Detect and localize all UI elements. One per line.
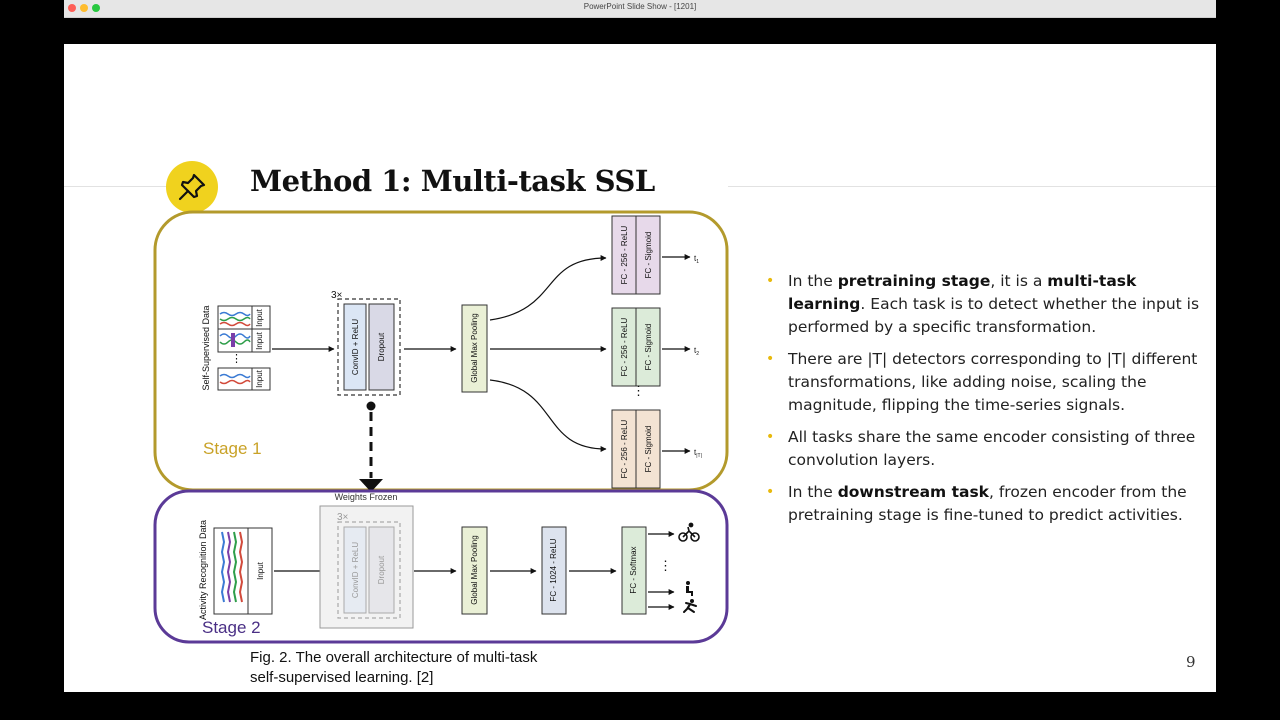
page-number: 9 xyxy=(1186,653,1196,671)
svg-text:⋮: ⋮ xyxy=(231,353,242,365)
stage2-data-label: Activity Recognition Data xyxy=(198,520,208,620)
close-window-button[interactable] xyxy=(68,4,76,12)
pushpin-badge xyxy=(166,161,218,213)
stage1-head-1: FC - 256 - ReLU FC - Sigmoid t1 xyxy=(611,215,699,295)
stage1-conv-label: ConvID + ReLU xyxy=(351,319,360,375)
svg-text:t|T|: t|T| xyxy=(694,448,702,459)
slide-title: Method 1: Multi-task SSL xyxy=(250,164,655,198)
stage2-fc-label: FC - 1024 - ReLU xyxy=(549,538,558,601)
stage1-output-2: t xyxy=(694,346,697,355)
title-rule-left xyxy=(64,186,168,187)
stage2-panel: Stage 2 Activity Recognition Data Input … xyxy=(153,489,729,644)
svg-text:t2: t2 xyxy=(694,346,699,357)
architecture-figure: Stage 1 Self-Supervised Data Input Input… xyxy=(153,210,729,644)
stage1-repeat: 3× xyxy=(331,290,343,301)
stage2-pool-box xyxy=(461,526,488,615)
title-rule-right xyxy=(728,186,1216,187)
slide: Method 1: Multi-task SSL Stage 1 Self-Su… xyxy=(64,44,1216,692)
stage1-pool-label: Global Max Pooling xyxy=(470,313,479,382)
svg-text:⋮: ⋮ xyxy=(632,383,645,398)
stage2-input-block: Input xyxy=(213,527,273,615)
stage2-pool-label: Global Max Pooling xyxy=(470,535,479,604)
stage1-head-3: FC - 256 - ReLU FC - Sigmoid t|T| xyxy=(611,409,702,489)
stage1-head-1-fc: FC - 256 - ReLU xyxy=(620,225,629,284)
stage1-input-2: Input xyxy=(255,331,264,350)
stage1-conv-box xyxy=(343,303,367,391)
stage1-pool-box xyxy=(461,304,488,393)
stage2-softmax-box xyxy=(621,526,647,615)
stage2-weights-frozen: Weights Frozen xyxy=(335,492,398,502)
stage2-label: Stage 2 xyxy=(202,618,261,637)
figure-caption: Fig. 2. The overall architecture of mult… xyxy=(250,648,537,688)
stage1-head-2: FC - 256 - ReLU FC - Sigmoid t2 xyxy=(611,307,699,387)
sitting-person-icon xyxy=(686,581,693,596)
zoom-window-button[interactable] xyxy=(92,4,100,12)
stage1-dropout-label: Dropout xyxy=(377,332,386,361)
stage2-repeat: 3× xyxy=(337,512,349,523)
pushpin-icon xyxy=(178,173,206,201)
stage2-dropout-label: Dropout xyxy=(377,555,386,584)
stage1-output-1: t xyxy=(694,254,697,263)
stage1-panel: Stage 1 Self-Supervised Data Input Input… xyxy=(153,210,729,492)
stage1-encoder-block xyxy=(337,298,401,396)
stage1-output-3-sub: |T| xyxy=(696,453,702,459)
stage2-input-label: Input xyxy=(256,561,265,580)
stage1-head-3-sigmoid: FC - Sigmoid xyxy=(644,426,653,473)
minimize-window-button[interactable] xyxy=(80,4,88,12)
stage1-data-label: Self-Supervised Data xyxy=(201,305,211,390)
stage1-dropout-box xyxy=(368,303,395,391)
bullet-item: All tasks share the same encoder consist… xyxy=(766,426,1206,472)
stage2-dropout-box xyxy=(368,526,395,614)
window-titlebar: PowerPoint Slide Show - [1201] xyxy=(64,0,1216,18)
stage2-fc-box xyxy=(541,526,567,615)
stage1-input-3: Input xyxy=(255,369,264,388)
stage1-input-stack: Input Input ⋮ Input xyxy=(217,305,271,391)
stage2-border xyxy=(153,489,729,644)
bullet-list: In the pretraining stage, it is a multi-… xyxy=(766,270,1206,536)
svg-text:⋮: ⋮ xyxy=(659,558,672,573)
runner-icon xyxy=(683,599,697,613)
stage2-softmax-label: FC - Softmax xyxy=(629,546,638,593)
window-title: PowerPoint Slide Show - [1201] xyxy=(583,2,697,11)
stage2-conv-box xyxy=(343,526,367,614)
stage1-head-3-fc: FC - 256 - ReLU xyxy=(620,419,629,478)
stage1-label: Stage 1 xyxy=(203,439,262,458)
stage1-head-2-sigmoid: FC - Sigmoid xyxy=(644,324,653,371)
cyclist-icon xyxy=(678,522,700,542)
stage1-output-2-sub: 2 xyxy=(696,351,699,357)
stage1-output-1-sub: 1 xyxy=(696,259,699,265)
svg-text:t1: t1 xyxy=(694,254,699,265)
stage1-head-2-fc: FC - 256 - ReLU xyxy=(620,317,629,376)
bullet-item: In the downstream task, frozen encoder f… xyxy=(766,481,1206,527)
weight-transfer-arrow xyxy=(359,401,383,492)
stage1-head-1-sigmoid: FC - Sigmoid xyxy=(644,232,653,279)
stage1-output-3: t xyxy=(694,448,697,457)
stage2-conv-label: ConvID + ReLU xyxy=(351,542,360,598)
figure-caption-line-2: self-supervised learning. [2] xyxy=(250,669,434,686)
bullet-item: In the pretraining stage, it is a multi-… xyxy=(766,270,1206,339)
stage1-input-1: Input xyxy=(255,308,264,327)
figure-caption-line-1: Fig. 2. The overall architecture of mult… xyxy=(250,649,538,666)
bullet-item: There are |T| detectors corresponding to… xyxy=(766,348,1206,417)
